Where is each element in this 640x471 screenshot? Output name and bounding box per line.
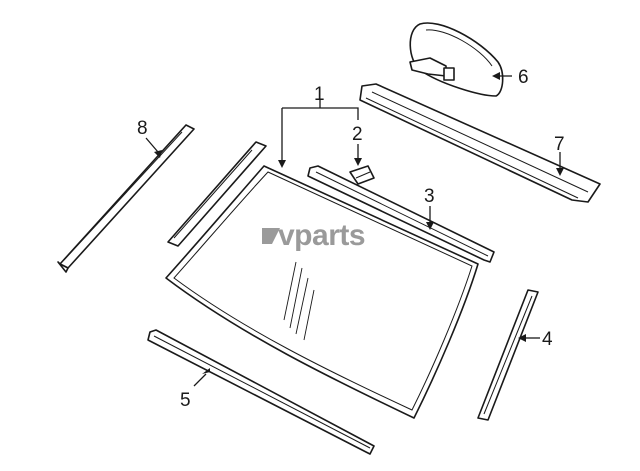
- callout-6: 6: [518, 67, 529, 88]
- callout-4: 4: [542, 329, 553, 350]
- part-4-side-molding: [477, 289, 539, 421]
- part-5-lower-molding: [147, 329, 375, 455]
- windshield-glass: [165, 165, 479, 419]
- part-2-clip: [349, 165, 375, 185]
- callout-1: 1: [314, 84, 325, 105]
- part-1-side-strip: [167, 141, 267, 247]
- leader-lines: [145, 72, 564, 387]
- part-3-upper-molding: [307, 165, 495, 263]
- callout-8: 8: [137, 118, 148, 139]
- callout-labels: 1 2 3 4 5 6 7 8: [137, 67, 565, 411]
- watermark-text: vparts: [278, 219, 365, 252]
- callout-2: 2: [352, 124, 363, 145]
- watermark-logo: vparts: [262, 219, 366, 252]
- part-8-pillar-molding: [57, 124, 195, 273]
- callout-3: 3: [424, 186, 435, 207]
- watermark-logo-icon: [262, 228, 280, 244]
- part-7-roof-molding: [359, 83, 601, 203]
- callout-5: 5: [180, 390, 191, 411]
- part-6-rearview-mirror: [409, 22, 504, 97]
- callout-7: 7: [554, 134, 565, 155]
